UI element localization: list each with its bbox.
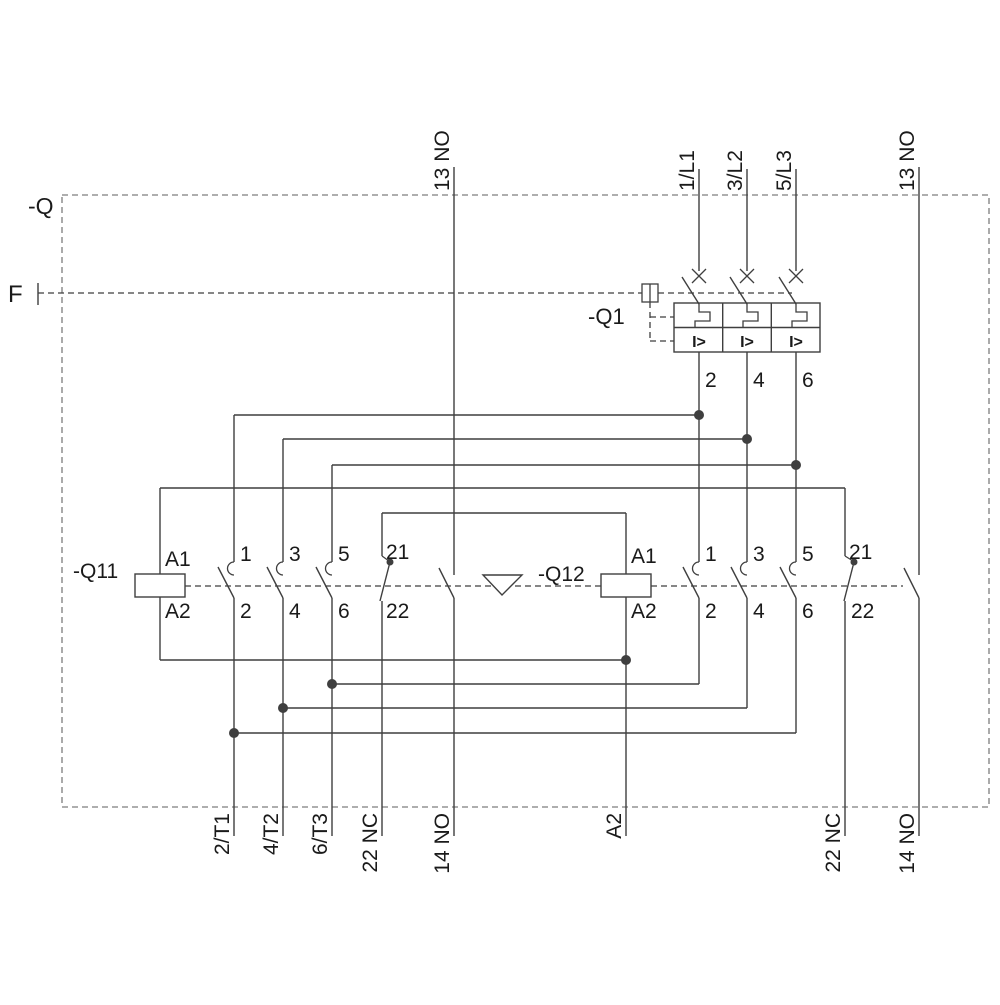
nc-contact-blade	[843, 561, 855, 602]
terminal-label-22nc-q12: 22 NC	[822, 813, 845, 873]
main-contact-arc-icon	[691, 561, 700, 576]
main-contact-arc-icon	[739, 561, 748, 576]
contact-label: 22	[386, 600, 409, 623]
junction-dot	[278, 703, 288, 713]
breaker-contact-cross-icon	[788, 268, 804, 284]
contact-label: 2	[240, 600, 252, 623]
junction-dot	[229, 728, 239, 738]
nc-contact-blade	[379, 561, 391, 602]
terminal-label-5l3: 5/L3	[773, 150, 796, 191]
junction-dot	[791, 460, 801, 470]
enclosure-label: -Q	[28, 193, 54, 219]
main-contact-arc-icon	[275, 561, 284, 576]
terminal-label-13no-q11: 13 NO	[431, 130, 454, 191]
junction-dot	[694, 410, 704, 420]
contactor-q12: -Q12 A1 A2 1 3 5 21 2 4 6 22	[538, 541, 920, 623]
terminal-label-2t1: 2/T1	[211, 813, 234, 855]
breaker-contact-cross-icon	[691, 268, 707, 284]
terminal-label-14no-q11: 14 NO	[431, 813, 454, 874]
breaker-latch-glyph	[791, 303, 808, 328]
overcurrent-release-symbol: I>	[789, 334, 803, 351]
enclosure-border	[61, 194, 990, 808]
junction-dot	[742, 434, 752, 444]
trip-line-label: F	[8, 281, 23, 308]
contact-label: 4	[289, 600, 301, 623]
no-contact-blade	[730, 566, 748, 599]
breaker-blade-pole1	[681, 276, 700, 305]
main-contact-arc-icon	[324, 561, 333, 576]
contact-label: 4	[753, 600, 765, 623]
contactor-q11: -Q11 A1 A2 1 3 5 21 2 4 6 22	[73, 541, 455, 623]
junction-dots	[229, 410, 801, 738]
contact-label: 5	[338, 543, 350, 566]
trip-line-f: F	[8, 281, 792, 342]
contact-label: 3	[753, 543, 765, 566]
contactor-label: -Q12	[538, 563, 585, 586]
coil-terminal-label: A2	[165, 600, 191, 623]
main-contact-arc-icon	[788, 561, 797, 576]
contact-label: 3	[289, 543, 301, 566]
contact-label: 21	[386, 541, 409, 564]
contact-label: 5	[802, 543, 814, 566]
terminal-label-4t2: 4/T2	[260, 813, 283, 855]
contact-label: 21	[849, 541, 872, 564]
no-contact-blade	[438, 567, 455, 599]
breaker-output-label: 2	[705, 369, 717, 392]
top-terminal-labels: 13 NO 1/L1 3/L2 5/L3 13 NO	[431, 130, 919, 191]
breaker-output-label: 6	[802, 369, 814, 392]
coil-terminal-label: A1	[165, 548, 191, 571]
no-contact-blade	[779, 566, 797, 599]
terminal-label-22nc-q11: 22 NC	[359, 813, 382, 873]
terminal-label-6t3: 6/T3	[309, 813, 332, 855]
contactor-label: -Q11	[73, 560, 118, 583]
terminal-label-a2: A2	[603, 813, 626, 839]
main-contact-arc-icon	[226, 561, 235, 576]
breaker-output-label: 4	[753, 369, 765, 392]
terminal-label-13no-q12: 13 NO	[896, 130, 919, 191]
contact-label: 2	[705, 600, 717, 623]
overcurrent-release-symbol: I>	[692, 334, 706, 351]
breaker-latch-glyph	[742, 303, 759, 328]
coil-q12	[600, 573, 652, 598]
overcurrent-release-symbol: I>	[740, 334, 754, 351]
terminal-label-14no-q12: 14 NO	[896, 813, 919, 874]
terminal-label-1l1: 1/L1	[676, 150, 699, 191]
no-contact-blade	[266, 566, 284, 599]
no-contact-blade	[217, 566, 235, 599]
breaker-label: -Q1	[588, 304, 625, 329]
junction-dot	[327, 679, 337, 689]
wiring	[159, 167, 920, 836]
breaker-latch-glyph	[694, 303, 711, 328]
coil-terminal-label: A1	[631, 545, 657, 568]
no-contact-blade	[682, 566, 700, 599]
junction-dot	[621, 655, 631, 665]
breaker-blade-pole2	[729, 276, 748, 305]
breaker-contact-cross-icon	[739, 268, 755, 284]
coil-terminal-label: A2	[631, 600, 657, 623]
no-contact-blade	[315, 566, 333, 599]
contact-label: 1	[705, 543, 717, 566]
breaker-blade-pole3	[778, 276, 797, 305]
mechanical-interlock-triangle-icon	[481, 574, 524, 597]
contact-label: 6	[338, 600, 350, 623]
bottom-terminal-labels: 2/T1 4/T2 6/T3 22 NC 14 NO A2 22 NC 14 N…	[211, 813, 919, 874]
contact-label: 1	[240, 543, 252, 566]
terminal-label-3l2: 3/L2	[724, 150, 747, 191]
contact-label: 22	[851, 600, 874, 623]
no-contact-blade	[903, 567, 920, 599]
coil-q11	[134, 573, 186, 598]
contact-label: 6	[802, 600, 814, 623]
breaker-q1: -Q1 I> I> I> 2 4 6	[588, 268, 821, 392]
